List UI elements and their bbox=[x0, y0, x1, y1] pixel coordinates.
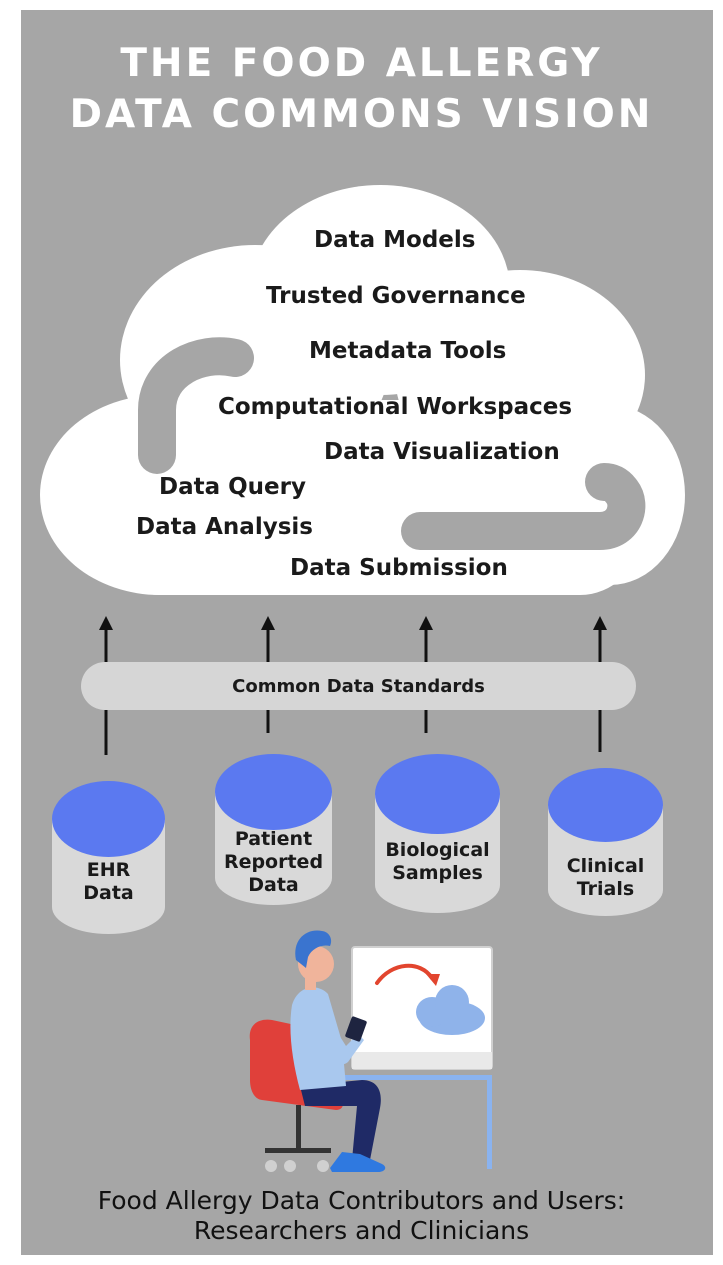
common-data-standards-label: Common Data Standards bbox=[232, 675, 485, 697]
database-icon bbox=[548, 768, 663, 916]
person-illustration bbox=[249, 930, 493, 1172]
cloud-item-data-analysis: Data Analysis bbox=[136, 514, 313, 540]
cloud-swirl-right bbox=[401, 463, 646, 550]
common-data-standards-bar: Common Data Standards bbox=[81, 662, 636, 710]
cloud-shape bbox=[40, 185, 685, 595]
footer-line-1: Food Allergy Data Contributors and Users… bbox=[97, 1186, 626, 1215]
cloud-item-computational-workspaces: Computational Workspaces bbox=[218, 394, 573, 420]
cloud-item-data-visualization: Data Visualization bbox=[324, 439, 560, 465]
database-icon bbox=[52, 781, 165, 934]
cloud-item-metadata-tools: Metadata Tools bbox=[309, 338, 507, 364]
cloud-item-data-query: Data Query bbox=[159, 474, 306, 500]
title-line-1: THE FOOD ALLERGY bbox=[120, 41, 603, 86]
database-icon bbox=[375, 754, 500, 913]
title-line-2: DATA COMMONS VISION bbox=[69, 92, 654, 137]
cloud-item-trusted-governance: Trusted Governance bbox=[266, 283, 526, 309]
cloud-item-data-submission: Data Submission bbox=[290, 555, 508, 581]
cloud-item-data-models: Data Models bbox=[314, 227, 476, 253]
cloud-swirl-left bbox=[138, 337, 254, 474]
footer-line-2: Researchers and Clinicians bbox=[193, 1216, 530, 1245]
database-icon bbox=[215, 754, 332, 905]
